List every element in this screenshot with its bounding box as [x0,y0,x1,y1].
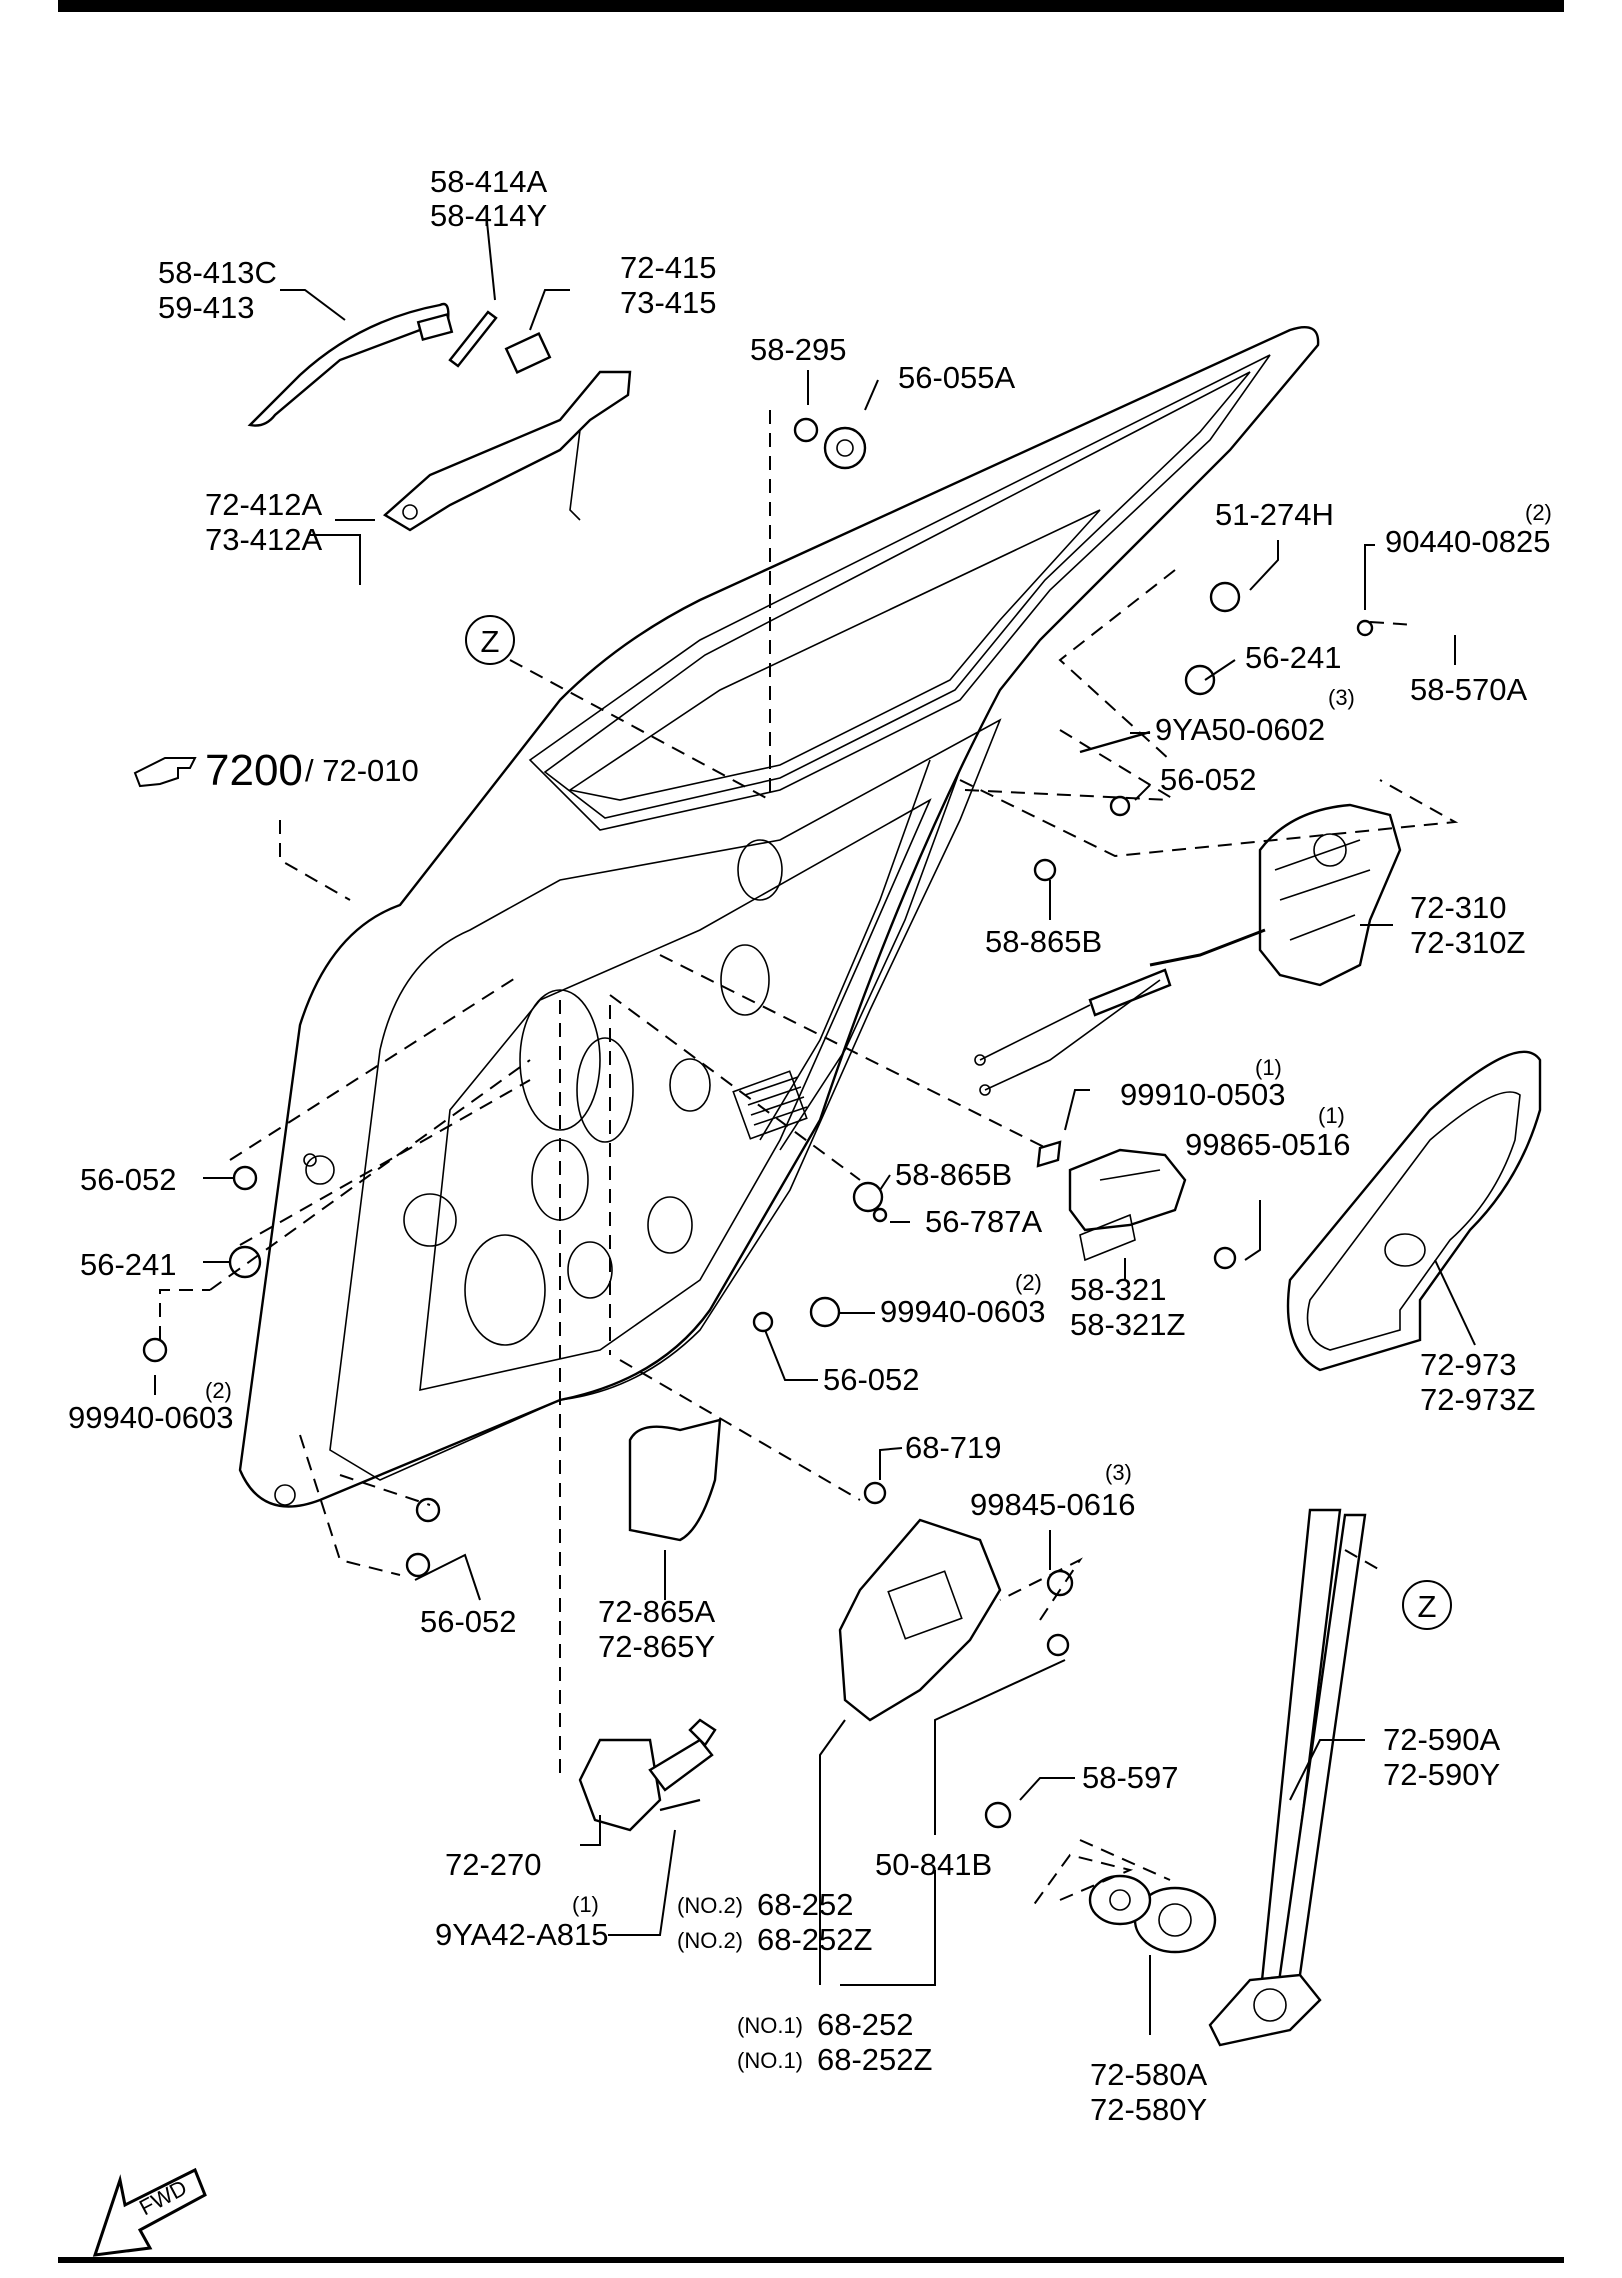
label-50-841b: 50-841B [875,1847,992,1882]
water-shield-sheet [628,1418,722,1542]
regulator-motor [1088,1874,1217,1954]
fasteners [142,417,1374,1829]
label-58-321: 58-321 [1070,1272,1167,1307]
label-99940-mid-qty: (2) [1015,1270,1042,1295]
forward-direction-arrow: FWD [92,2167,207,2257]
leader-lines [154,221,1476,2035]
label-73-415: 73-415 [620,285,717,320]
bottom-border-bar [58,2257,1564,2263]
label-68-252-no2: 68-252 [757,1887,854,1922]
svg-text:Z: Z [1418,1589,1437,1624]
label-99940-left-qty: (2) [205,1378,232,1403]
label-99865-0516: 99865-0516 [1185,1127,1351,1162]
label-72-973z: 72-973Z [1420,1382,1535,1417]
label-56-052-right: 56-052 [1160,762,1257,797]
main-reference: 7200 / 72-010 [133,746,419,795]
assembly-lines [159,410,1459,1911]
inner-handle-frame [382,370,632,532]
door-check-link [578,1718,717,1832]
label-59-413: 59-413 [158,290,255,325]
handle-cap [504,332,552,374]
label-68-252-no1: 68-252 [817,2007,914,2042]
window-regulator [1208,1508,1367,2047]
label-72-590y: 72-590Y [1383,1757,1500,1792]
top-border-bar [58,0,1564,12]
label-72-590a: 72-590A [1383,1722,1501,1757]
label-9ya50-0602: 9YA50-0602 [1155,712,1325,747]
label-72-865y: 72-865Y [598,1629,715,1664]
label-72-865a: 72-865A [598,1594,716,1629]
pointing-hand-icon [133,757,197,788]
label-9ya50-qty: (3) [1328,685,1355,710]
label-9ya42-a815: 9YA42-A815 [435,1917,609,1952]
svg-text:Z: Z [481,624,500,659]
svg-text:FWD: FWD [135,2175,191,2221]
label-56-241-left: 56-241 [80,1247,177,1282]
label-9ya42-qty: (1) [572,1892,599,1917]
label-58-414y: 58-414Y [430,198,547,233]
label-90440-qty: (2) [1525,500,1552,525]
label-58-865b-middle: 58-865B [895,1157,1012,1192]
label-72-580a: 72-580A [1090,2057,1208,2092]
door-trim-panel [1286,1050,1542,1372]
label-72-270: 72-270 [445,1847,542,1882]
label-99845-0616: 99845-0616 [970,1487,1136,1522]
label-58-413c: 58-413C [158,255,277,290]
outer-door-handle [247,302,454,427]
label-58-597: 58-597 [1082,1760,1179,1795]
label-72-973: 72-973 [1420,1347,1517,1382]
label-68-252z-no2: 68-252Z [757,1922,872,1957]
label-56-052-left: 56-052 [80,1162,177,1197]
svg-text:7200: 7200 [205,746,303,795]
label-58-865b-upper: 58-865B [985,924,1102,959]
handle-gasket [448,310,498,368]
label-56-241-right: 56-241 [1245,640,1342,675]
part-labels: 58-414A 58-414Y 58-413C 59-413 72-415 73… [68,164,1552,2127]
speaker-bracket [838,1518,1002,1722]
label-72-580y: 72-580Y [1090,2092,1207,2127]
label-72-310: 72-310 [1410,890,1507,925]
label-68-252z-no1-qty: (NO.1) [737,2048,803,2073]
label-72-412a: 72-412A [205,487,323,522]
label-90440-0825: 90440-0825 [1385,524,1551,559]
label-56-787a: 56-787A [925,1204,1043,1239]
label-68-252-no1-qty: (NO.1) [737,2013,803,2038]
label-99845-qty: (3) [1105,1460,1132,1485]
label-68-719: 68-719 [905,1430,1002,1465]
label-58-295: 58-295 [750,332,847,367]
label-99910-0503: 99910-0503 [1120,1077,1286,1112]
label-58-570a: 58-570A [1410,672,1528,707]
label-99940-0603-left: 99940-0603 [68,1400,234,1435]
view-marker-z-lower: Z [1402,1580,1452,1630]
view-marker-z-upper: Z [465,615,515,665]
label-68-252z-no1: 68-252Z [817,2042,932,2077]
label-58-414a: 58-414A [430,164,548,199]
label-56-052-middle: 56-052 [823,1362,920,1397]
door-latch [974,803,1402,1096]
inside-handle [1068,1148,1187,1262]
label-56-055a: 56-055A [898,360,1016,395]
label-72-310z: 72-310Z [1410,925,1525,960]
label-99940-0603-mid: 99940-0603 [880,1294,1046,1329]
svg-text:/ 72-010: / 72-010 [305,753,419,788]
label-99865-qty: (1) [1318,1103,1345,1128]
label-51-274h: 51-274H [1215,497,1334,532]
label-58-321z: 58-321Z [1070,1307,1185,1342]
label-56-052-bottom: 56-052 [420,1604,517,1639]
label-68-252z-no2-qty: (NO.2) [677,1928,743,1953]
label-99910-qty: (1) [1255,1055,1282,1080]
door-panel [238,325,1320,1508]
label-72-415: 72-415 [620,250,717,285]
label-73-412a: 73-412A [205,522,323,557]
label-68-252-no2-qty: (NO.2) [677,1893,743,1918]
